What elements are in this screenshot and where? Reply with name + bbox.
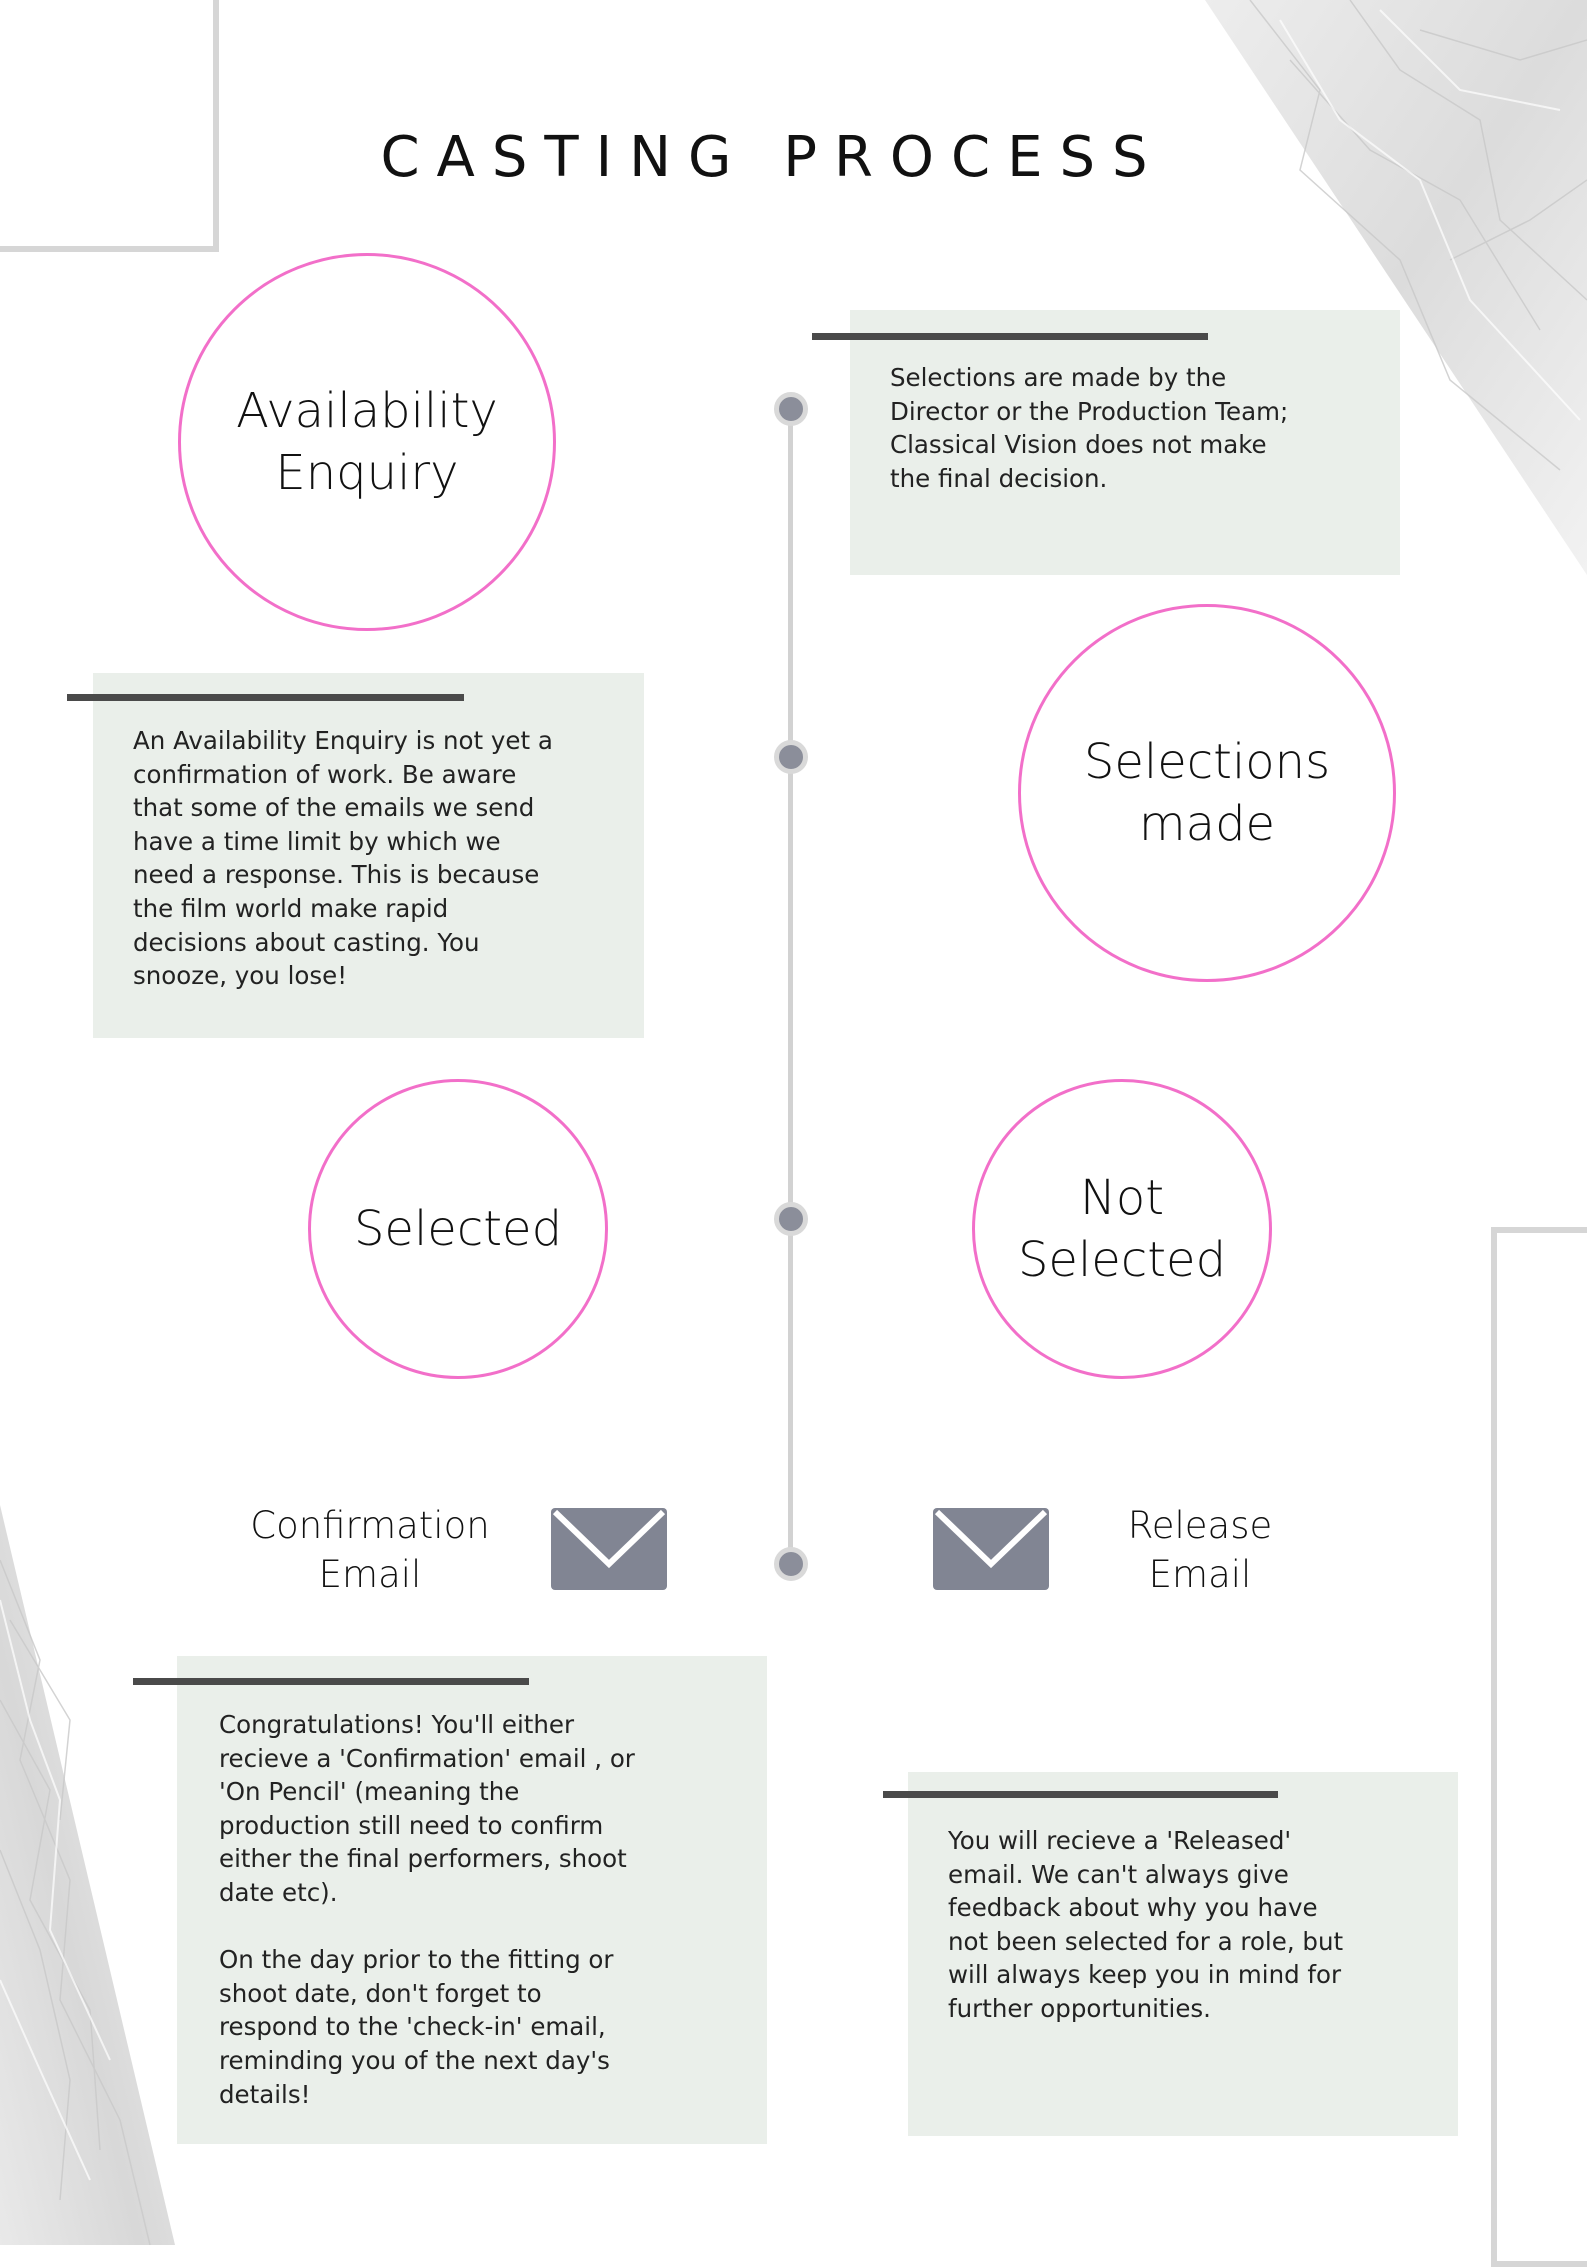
confirmation-email-label: Confirmation Email	[250, 1504, 490, 1596]
selected-circle: Selected	[308, 1079, 608, 1379]
timeline-node-1	[774, 392, 808, 426]
card-accent-bar	[67, 694, 464, 701]
release-email-label: Release Email	[1127, 1504, 1273, 1596]
release-info-text: You will recieve a 'Released' email. We …	[948, 1826, 1344, 2023]
timeline-node-2	[774, 740, 808, 774]
confirmation-info-text: Congratulations! You'll either recieve a…	[219, 1710, 635, 2109]
page-title: CASTING PROCESS	[380, 125, 1165, 190]
card-accent-bar	[133, 1678, 529, 1685]
selections-info-text: Selections are made by the Director or t…	[890, 363, 1289, 493]
availability-info-card	[93, 673, 644, 1038]
not-selected-circle: Not Selected	[972, 1079, 1272, 1379]
availability-info-text: An Availability Enquiry is not yet a con…	[133, 726, 553, 991]
release-info-card	[908, 1772, 1458, 2136]
envelope-icon	[551, 1508, 667, 1590]
decorative-frame-bottom-right	[1491, 1227, 1587, 2267]
card-accent-bar	[883, 1791, 1278, 1798]
timeline-line	[788, 405, 793, 1565]
card-accent-bar	[812, 333, 1208, 340]
selections-made-circle: Selections made	[1018, 604, 1396, 982]
availability-enquiry-circle: Availability Enquiry	[178, 253, 556, 631]
selections-info-card	[850, 310, 1400, 575]
timeline-node-4	[774, 1547, 808, 1581]
confirmation-info-card	[177, 1656, 767, 2144]
timeline-node-3	[774, 1202, 808, 1236]
envelope-icon	[933, 1508, 1049, 1590]
decorative-frame-top-left	[0, 0, 219, 252]
